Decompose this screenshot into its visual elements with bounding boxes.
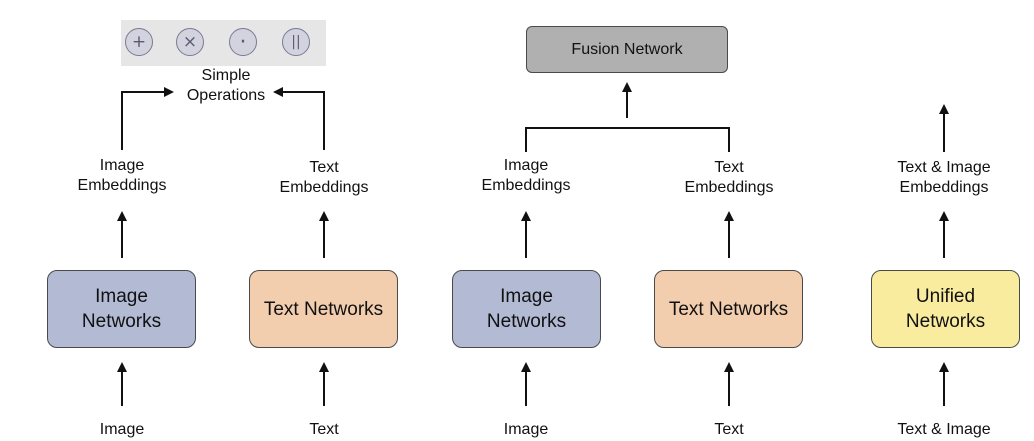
text-image-input-label: Text & Image (897, 421, 991, 438)
text-image-embeddings-label: Text & Image Embeddings (897, 159, 991, 196)
times-icon: × (176, 28, 204, 56)
text-networks-box-b: Text Networks (654, 270, 803, 348)
image-input-label: Image (99, 421, 145, 438)
unified-networks-box: Unified Networks (871, 270, 1020, 348)
concat-icon: || (282, 28, 310, 56)
arrow-image-embeddings-to-operations (121, 87, 174, 150)
text-input-label: Text (309, 421, 339, 438)
text-input-label-b: Text (714, 421, 744, 438)
text-embeddings-label: Text Embeddings (279, 159, 369, 196)
image-networks-box-b: Image Networks (452, 270, 601, 348)
image-input-label-b: Image (503, 421, 549, 438)
arrow-text-embeddings-to-operations (273, 87, 325, 150)
operations-bar: + × · || (121, 20, 326, 66)
dot-icon: · (229, 28, 257, 56)
image-embeddings-label: Image Embeddings (77, 157, 167, 194)
image-networks-box: Image Networks (47, 270, 196, 348)
text-embeddings-label-b: Text Embeddings (684, 159, 774, 196)
image-embeddings-label-b: Image Embeddings (481, 157, 571, 194)
text-networks-box: Text Networks (249, 270, 398, 348)
fusion-network-box: Fusion Network (526, 26, 728, 73)
plus-icon: + (125, 28, 153, 56)
embeddings-merge-bracket (525, 127, 730, 152)
simple-operations-label: Simple Operations (186, 67, 266, 104)
